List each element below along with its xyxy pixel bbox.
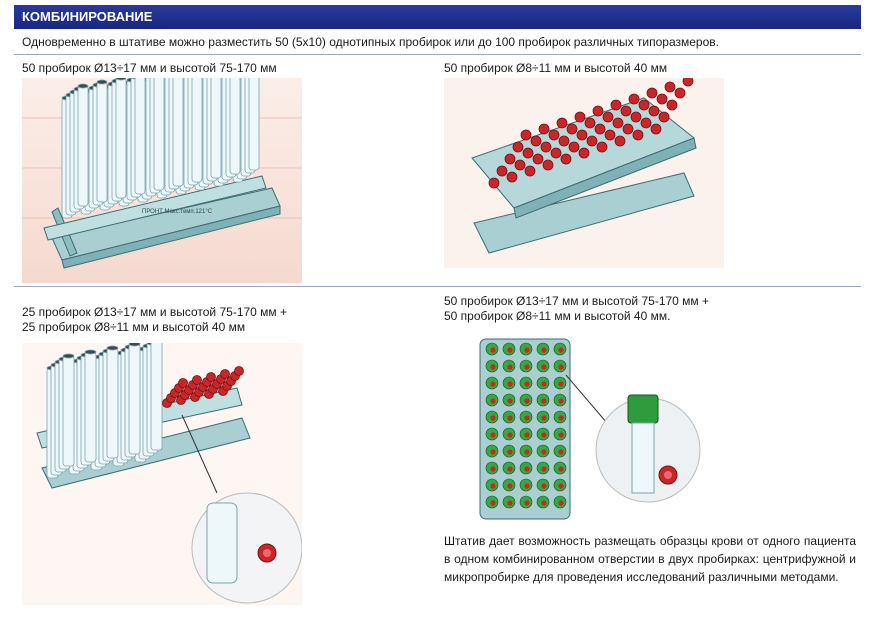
panel-4-caption: 50 пробирок Ø13÷17 мм и высотой 75-170 м… [444,294,709,324]
panel-3-caption: 25 пробирок Ø13÷17 мм и высотой 75-170 м… [22,305,287,335]
panel-3-caption-line-1: 25 пробирок Ø13÷17 мм и высотой 75-170 м… [22,305,288,319]
description-text: Штатив дает возможность размещать образц… [444,534,856,584]
section-title: КОМБИНИРОВАНИЕ [14,5,861,29]
rack-combined-image [22,343,302,605]
rack-top-view-image [478,335,718,525]
panel-4-caption-line-1: 50 пробирок Ø13÷17 мм и высотой 75-170 м… [444,294,710,308]
panel-1-caption: 50 пробирок Ø13÷17 мм и высотой 75-170 м… [22,61,277,75]
svg-text:ПРОНТ Макс.темп.121°C: ПРОНТ Макс.темп.121°C [142,209,213,215]
panel-4-caption-line-2: 50 пробирок Ø8÷11 мм и высотой 40 мм. [444,309,671,323]
panel-2-caption: 50 пробирок Ø8÷11 мм и высотой 40 мм [444,61,668,75]
rack-tall-tubes-image: ПРОНТ Макс.темп.121°C [22,78,302,283]
rack-red-caps-image [444,78,724,268]
intro-text: Одновременно в штативе можно разместить … [22,35,719,49]
panel-3-caption-line-2: 25 пробирок Ø8÷11 мм и высотой 40 мм [22,320,246,334]
divider [14,286,861,287]
divider [14,54,861,55]
